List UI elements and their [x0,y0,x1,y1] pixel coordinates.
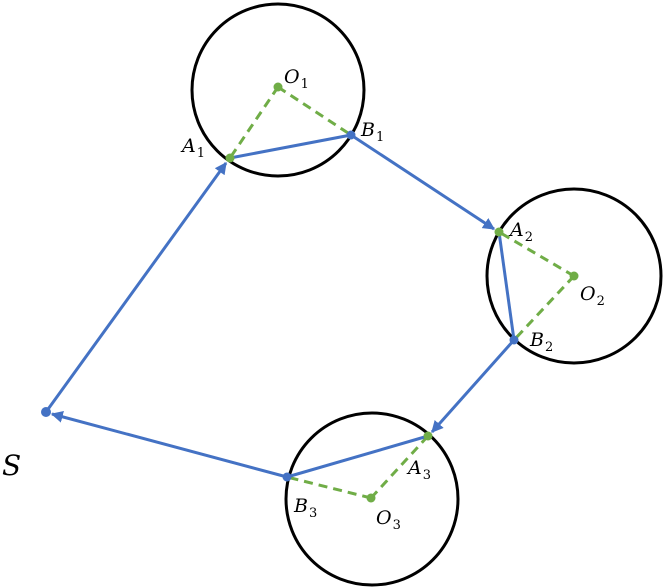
label-o3: O3 [376,507,401,533]
label-o1: O1 [284,66,309,92]
chord-a1-b1 [229,133,352,160]
label-s: S [2,449,21,482]
point-a1 [225,153,235,163]
point-a3 [423,431,433,441]
point-o1 [273,82,283,92]
chord-a3-b3 [286,434,429,479]
point-o2 [569,271,579,281]
circle-1 [190,2,366,178]
point-b2 [509,335,519,345]
point-a2 [494,227,504,237]
point-s [41,407,51,417]
chord-a2-b2 [497,231,516,341]
radius-o1-a1 [228,86,280,159]
point-b3 [282,472,292,482]
circle-3 [284,411,460,587]
arrow-b2-to-a3 [430,339,516,433]
radius-o1-b1 [277,85,352,137]
point-o3 [366,493,376,503]
arrow-s-to-a1 [44,162,228,413]
label-a1: A1 [180,135,205,161]
label-a3: A3 [406,457,431,483]
point-b1 [346,130,356,140]
arrow-b1-to-a2 [350,133,496,231]
radius-o2-b2 [512,274,576,342]
label-o2: O2 [580,283,605,309]
label-a2: A2 [508,219,533,245]
label-b1: B1 [360,119,384,145]
arrow-b3-to-s [50,411,288,479]
label-b2: B2 [529,329,553,355]
label-b3: B3 [293,495,317,521]
circle-2 [485,187,663,365]
